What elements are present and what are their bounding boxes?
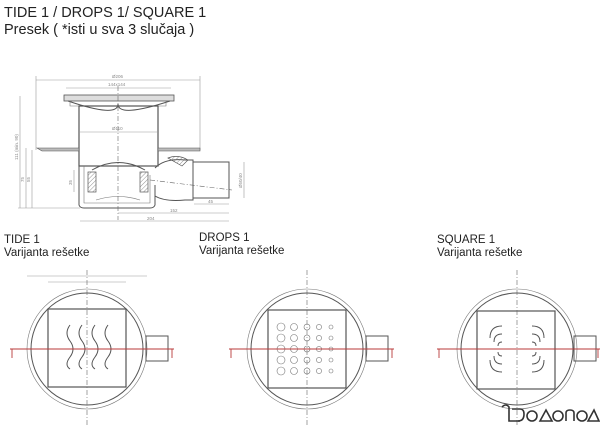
variant-square-label: Varijanta rešetke (437, 247, 523, 259)
dim-outlet-152: 152 (170, 208, 178, 213)
dim-outlet-diameter: Ø50/40 (238, 173, 243, 188)
dim-seal-35: 35 (68, 179, 73, 185)
dim-height-55: 55 (26, 176, 31, 182)
dim-height-75: 75 (20, 176, 25, 182)
dim-outlet-204: 204 (147, 216, 155, 221)
brand-logo-icon (501, 404, 600, 422)
variant-tide-label: Varijanta rešetke (4, 247, 90, 259)
variant-drops-label: Varijanta rešetke (199, 245, 285, 257)
variant-drops-name: DROPS 1 (199, 232, 250, 244)
dim-grate-size: 144x144 (108, 82, 126, 87)
dim-outer-diameter: Ø206 (112, 74, 124, 79)
variant-square-name: SQUARE 1 (437, 234, 496, 246)
square-plan-view (437, 270, 600, 425)
page-title: TIDE 1 / DROPS 1/ SQUARE 1 (4, 5, 207, 21)
page-subtitle: Presek ( *isti u sva 3 slučaja ) (4, 22, 195, 38)
dim-total-height: 111 (min. 90) (14, 134, 19, 160)
tide-plan-view (10, 270, 174, 425)
drops-plan-view (229, 270, 394, 425)
variant-tide-name: TIDE 1 (4, 234, 40, 246)
dim-outlet-45: 45 (208, 199, 214, 204)
dim-body-diameter: Ø110 (112, 126, 123, 131)
